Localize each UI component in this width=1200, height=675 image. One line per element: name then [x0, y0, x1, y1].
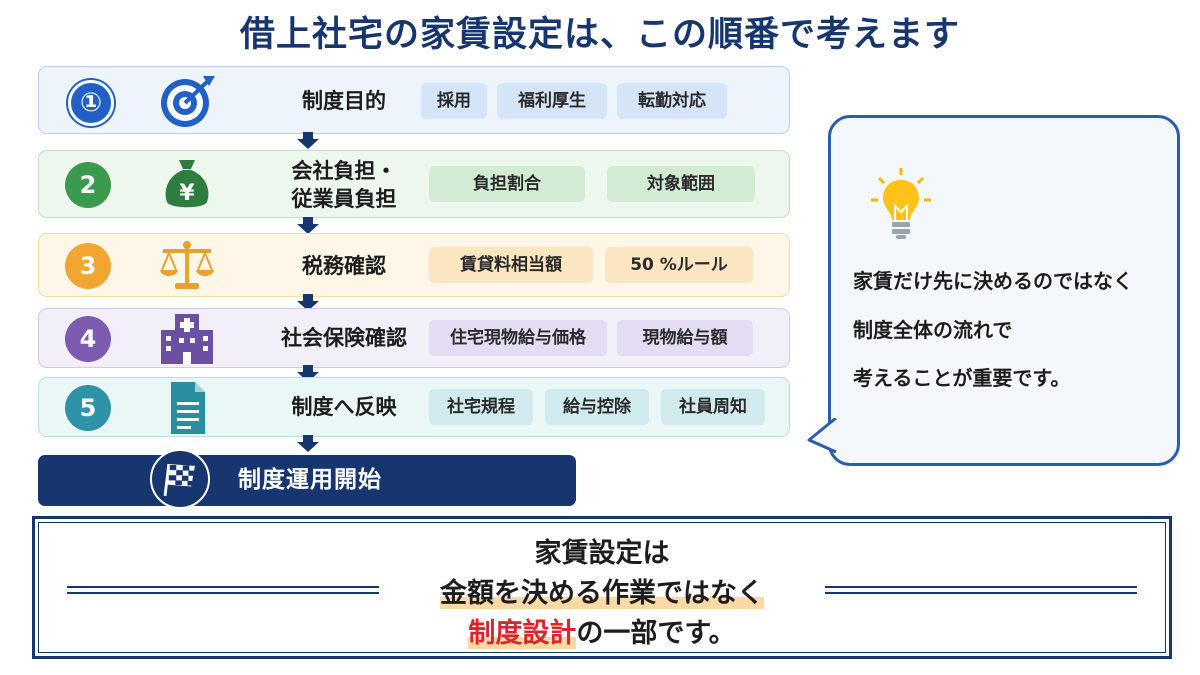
step-4-tags: 住宅現物給与価格 現物給与額 [429, 320, 753, 356]
page-title: 借上社宅の家賃設定は、この順番で考えます [239, 15, 960, 55]
step-1-number: ① [68, 80, 114, 126]
summary-line-2: 金額を決める作業ではなく [35, 571, 1169, 610]
tag-pill: 負担割合 [429, 166, 585, 202]
summary-line-3-rest: の一部です。 [576, 618, 736, 649]
summary-highlight-amount: 金額を決める作業ではなく [440, 578, 764, 609]
tag-pill: 給与控除 [545, 389, 649, 425]
target-icon [157, 73, 217, 129]
step-1-label: 制度目的 [302, 89, 386, 113]
step-1-row: ① 制度目的 採用 福利厚生 転勤対応 [38, 66, 790, 134]
final-step-banner: 制度運用開始 [38, 449, 576, 509]
flow-arrow [297, 132, 319, 149]
bubble-line-3: 考えることが重要です。 [853, 366, 1071, 390]
step-4-label: 社会保険確認 [281, 326, 407, 350]
bubble-tail [807, 416, 837, 454]
hospital-icon [157, 310, 217, 366]
tag-pill: 住宅現物給与価格 [429, 320, 607, 356]
tag-pill: 社員周知 [661, 389, 765, 425]
svg-text:¥: ¥ [179, 181, 195, 206]
tag-pill: 現物給与額 [617, 320, 753, 356]
step-1-tags: 採用 福利厚生 転勤対応 [421, 83, 727, 119]
document-icon [157, 380, 217, 436]
tag-pill: 採用 [421, 83, 487, 119]
lightbulb-icon [869, 166, 933, 242]
step-5-label: 制度へ反映 [291, 395, 397, 419]
flow-arrow [297, 294, 319, 311]
tip-bubble: 家賃だけ先に決めるのではなく 制度全体の流れで 考えることが重要です。 [807, 115, 1180, 466]
bubble-line-1: 家賃だけ先に決めるのではなく [853, 269, 1133, 293]
bubble-line-2: 制度全体の流れで [853, 318, 1013, 342]
step-5-tags: 社宅規程 給与控除 社員周知 [429, 389, 765, 425]
step-5-row: 5 制度へ反映 社宅規程 給与控除 社員周知 [38, 377, 790, 437]
flow-arrow [297, 365, 319, 382]
decorative-rule-right [825, 586, 1137, 594]
tag-pill: 50 %ルール [605, 247, 753, 283]
summary-line-1: 家賃設定は [534, 538, 670, 569]
tag-pill: 社宅規程 [429, 389, 533, 425]
tag-pill: 福利厚生 [497, 83, 607, 119]
step-2-tags: 負担割合 対象範囲 [429, 166, 755, 202]
flow-arrow [297, 435, 319, 452]
step-3-row: 3 税務確認 賃貸料相当額 50 %ルール [38, 233, 790, 297]
step-2-label: 会社負担・ 従業員負担 [291, 159, 397, 211]
step-5-number: 5 [65, 385, 111, 431]
tag-pill: 対象範囲 [607, 166, 755, 202]
step-2-row: 2 ¥ 会社負担・ 従業員負担 負担割合 対象範囲 [38, 150, 790, 218]
flow-arrow [297, 217, 319, 234]
summary-highlight-design: 制度設計 [468, 618, 577, 649]
checkered-flag-icon [150, 449, 210, 509]
step-2-number: 2 [65, 162, 111, 208]
step-4-row: 4 社会保険確認 住宅現物給与価格 現物給与額 [38, 308, 790, 368]
tag-pill: 転勤対応 [617, 83, 727, 119]
step-4-number: 4 [65, 316, 111, 362]
summary-line-3: 制度設計の一部です。 [35, 611, 1169, 650]
money-bag-icon: ¥ [157, 156, 217, 212]
tag-pill: 賃貸料相当額 [429, 247, 593, 283]
step-3-label: 税務確認 [302, 254, 386, 278]
step-3-number: 3 [65, 243, 111, 289]
step-3-tags: 賃貸料相当額 50 %ルール [429, 247, 753, 283]
decorative-rule-left [67, 586, 379, 594]
final-step-label: 制度運用開始 [238, 467, 382, 493]
summary-box: 家賃設定は 金額を決める作業ではなく 制度設計の一部です。 [32, 516, 1172, 659]
scales-icon [157, 237, 217, 293]
